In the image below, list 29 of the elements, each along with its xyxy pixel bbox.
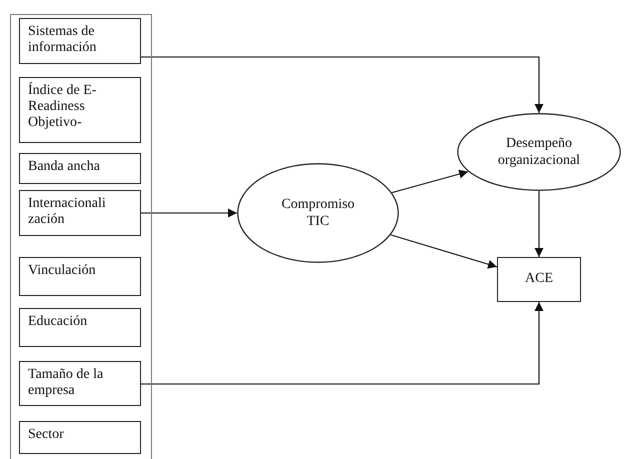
variable-box [19,18,141,64]
node-label: Índice de E- Readiness Objetivo- [28,83,98,132]
node-label: Compromiso TIC [281,196,355,230]
arrow [141,302,544,385]
construct-ellipse [457,113,621,191]
arrow [141,56,544,113]
variable-box [19,257,141,296]
node-label: Sector [28,427,65,444]
arrow [392,170,468,194]
arrow [141,208,237,218]
group-frame [10,14,152,459]
variable-box [19,361,141,406]
variable-box [497,257,581,302]
node-label: Educación [28,314,88,330]
variable-box [19,77,141,143]
node-label: Vinculación [28,263,97,280]
arrow [534,191,544,257]
variable-box [19,308,141,347]
node-label: Banda ancha [28,159,101,176]
node-label: Internacionali zación [28,196,107,228]
node-label: Tamaño de la empresa [28,367,104,400]
node-label: Sistemas de información [28,24,98,56]
arrow [390,234,498,269]
node-label: Desempeño organizacional [498,134,580,170]
variable-box [19,421,141,454]
variable-box [19,153,141,184]
variable-box [19,190,141,236]
construct-ellipse [237,163,399,263]
node-label: ACE [525,271,553,288]
